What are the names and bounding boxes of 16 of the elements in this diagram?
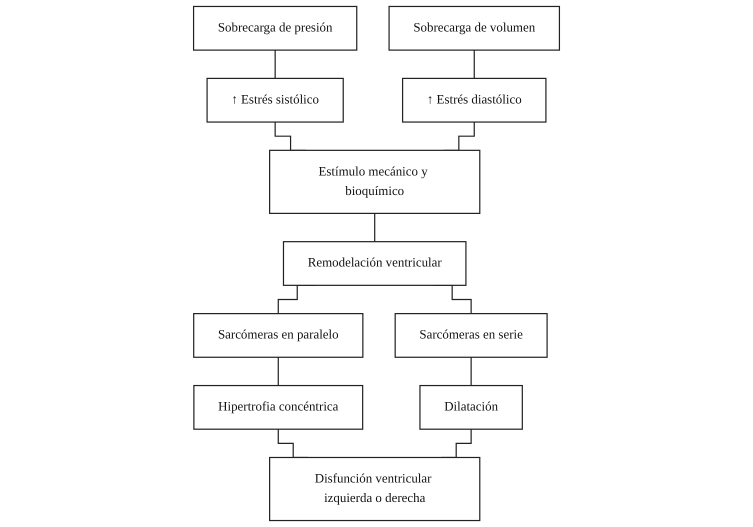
node-box: ↑ Estrés diastólico [402,78,547,123]
node-box: Disfunción ventricular izquierda o derecha [269,456,480,522]
node-box: Dilatación [419,384,523,430]
node-box: Sobrecarga de presión [192,6,358,51]
node-box: Sarcómeras en paralelo [193,313,364,358]
connector [374,212,376,242]
node-box: Estímulo mecánico y bioquímico [269,150,480,214]
node-box: Hipertrofia concéntrica [193,384,364,430]
connector [470,356,472,386]
connector [274,50,276,79]
connector [278,356,279,386]
node-box: ↑ Estrés sistólico [206,78,344,123]
node-box: Sobrecarga de volumen [388,6,560,51]
node-box: Sarcómeras en serie [394,313,548,358]
connector [474,50,475,79]
node-box: Remodelación ventricular [282,241,467,286]
